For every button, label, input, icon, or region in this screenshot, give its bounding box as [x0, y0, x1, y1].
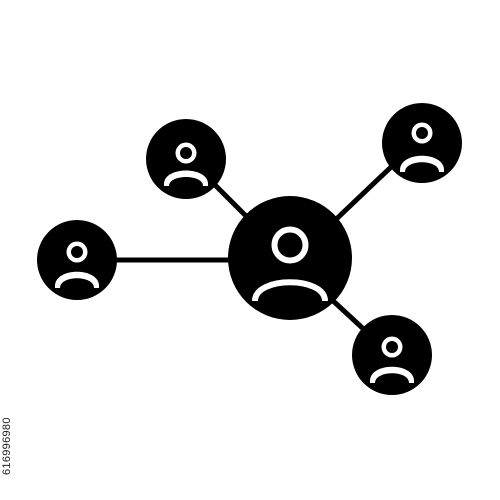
- bottom-right-user-icon: [352, 315, 432, 395]
- top-left-user-icon: [146, 119, 226, 199]
- left-user-icon: [37, 220, 117, 300]
- stock-image-id: 616996980: [1, 417, 13, 475]
- center-user-icon: [228, 196, 352, 320]
- connector-top-left: [207, 177, 255, 225]
- connector-top-right: [327, 165, 393, 228]
- top-right-user-icon: [382, 103, 462, 183]
